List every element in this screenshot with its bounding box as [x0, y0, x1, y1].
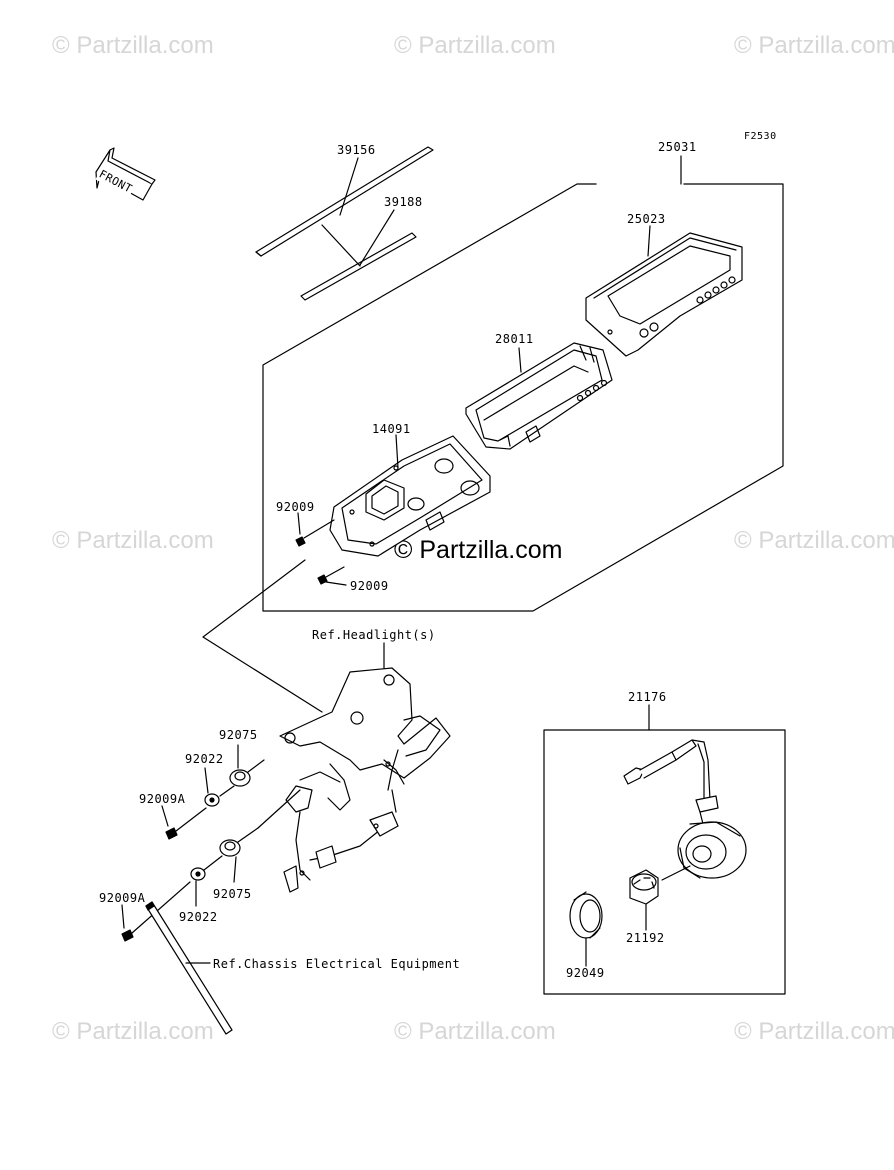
meter-display-28011	[465, 342, 613, 450]
watermark-bottom-left: © Partzilla.com	[52, 1018, 214, 1045]
oil-seal-92049	[569, 891, 603, 939]
grommet-92075-upper	[229, 769, 251, 787]
headlight-bracket	[279, 667, 451, 893]
part-label-92022-upper[interactable]: 92022	[185, 752, 224, 766]
watermark-bottom-right: © Partzilla.com	[734, 1018, 894, 1045]
watermark-mid-right: © Partzilla.com	[734, 527, 894, 554]
meter-case-14091	[329, 435, 491, 557]
part-label-92022-lower[interactable]: 92022	[179, 910, 218, 924]
part-label-92075-upper[interactable]: 92075	[219, 728, 258, 742]
ref-chassis-label[interactable]: Ref.Chassis Electrical Equipment	[213, 957, 461, 971]
drive-gear-21192	[629, 869, 659, 905]
part-label-92049[interactable]: 92049	[566, 966, 605, 980]
speed-sensor-box	[543, 729, 786, 995]
meter-cover-25023	[585, 232, 743, 357]
part-label-92009-lower[interactable]: 92009	[350, 579, 389, 593]
part-label-25031[interactable]: 25031	[658, 140, 697, 154]
part-label-39156[interactable]: 39156	[337, 143, 376, 157]
gear-housing	[677, 821, 747, 879]
watermark-top-right: © Partzilla.com	[734, 32, 894, 59]
lens-cover-39188	[300, 232, 417, 301]
bolt-92009A-upper	[165, 827, 178, 840]
watermark-mid-left: © Partzilla.com	[52, 527, 214, 554]
washer-92022-upper	[204, 793, 220, 807]
bolt-92009A-lower	[121, 929, 134, 942]
front-arrow-icon	[95, 147, 156, 201]
diagram-code: F2530	[744, 131, 777, 142]
washer-92022-lower	[190, 867, 206, 881]
part-label-92009-upper[interactable]: 92009	[276, 500, 315, 514]
part-label-92075-lower[interactable]: 92075	[213, 887, 252, 901]
screw-92009-lower	[317, 574, 328, 585]
part-label-21192[interactable]: 21192	[626, 931, 665, 945]
watermark-top-left: © Partzilla.com	[52, 32, 214, 59]
sensor-cable	[623, 739, 719, 831]
part-label-14091[interactable]: 14091	[372, 422, 411, 436]
part-label-28011[interactable]: 28011	[495, 332, 534, 346]
watermark-top-center: © Partzilla.com	[394, 32, 556, 59]
part-label-39188[interactable]: 39188	[384, 195, 423, 209]
assembly-box-25031	[262, 183, 784, 612]
part-label-25023[interactable]: 25023	[627, 212, 666, 226]
screw-92009-upper	[295, 536, 306, 547]
part-label-92009A-lower[interactable]: 92009A	[99, 891, 146, 905]
grommet-92075-lower	[219, 839, 241, 857]
watermark-bottom-center: © Partzilla.com	[394, 1018, 556, 1045]
part-label-21176[interactable]: 21176	[628, 690, 667, 704]
part-label-92009A-upper[interactable]: 92009A	[139, 792, 186, 806]
watermark-center: © Partzilla.com	[394, 536, 563, 564]
chassis-strip	[145, 901, 233, 1035]
ref-headlight-label[interactable]: Ref.Headlight(s)	[312, 628, 436, 642]
